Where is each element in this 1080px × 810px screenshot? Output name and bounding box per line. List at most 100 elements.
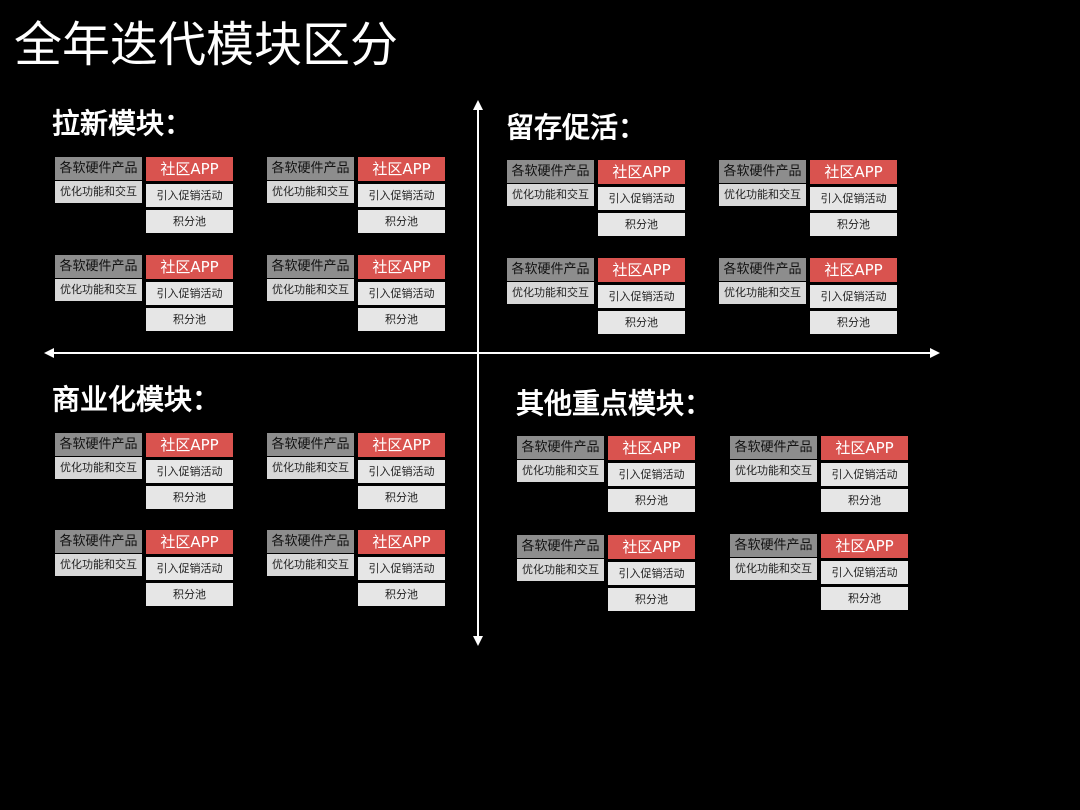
community-app-label: 社区APP <box>358 255 445 279</box>
quadrant-title-acquisition: 拉新模块： <box>52 107 193 140</box>
optimize-label: 优化功能和交互 <box>517 460 604 482</box>
community-app-label: 社区APP <box>146 530 233 554</box>
hardware-label: 各软硬件产品 <box>517 535 604 558</box>
points-pool-label: 积分池 <box>146 308 233 331</box>
points-pool-label: 积分池 <box>358 486 445 509</box>
promotion-label: 引入促销活动 <box>821 561 908 584</box>
optimize-label: 优化功能和交互 <box>55 554 142 576</box>
points-pool-label: 积分池 <box>146 486 233 509</box>
points-pool-label: 积分池 <box>358 308 445 331</box>
promotion-label: 引入促销活动 <box>358 460 445 483</box>
quadrant-title-monetization: 商业化模块： <box>52 383 221 416</box>
hardware-label: 各软硬件产品 <box>719 160 806 183</box>
community-app-label: 社区APP <box>810 258 897 282</box>
optimize-label: 优化功能和交互 <box>719 184 806 206</box>
hardware-label: 各软硬件产品 <box>517 436 604 459</box>
promotion-label: 引入促销活动 <box>358 184 445 207</box>
points-pool-label: 积分池 <box>358 210 445 233</box>
community-app-label: 社区APP <box>598 258 685 282</box>
community-app-label: 社区APP <box>358 157 445 181</box>
module-block: 各软硬件产品优化功能和交互社区APP 引入促销活动积分池 <box>267 433 447 513</box>
module-block: 各软硬件产品优化功能和交互社区APP 引入促销活动积分池 <box>507 160 687 240</box>
hardware-label: 各软硬件产品 <box>267 530 354 553</box>
community-app-label: 社区APP <box>146 157 233 181</box>
optimize-label: 优化功能和交互 <box>55 279 142 301</box>
hardware-label: 各软硬件产品 <box>55 530 142 553</box>
optimize-label: 优化功能和交互 <box>719 282 806 304</box>
promotion-label: 引入促销活动 <box>608 463 695 486</box>
community-app-label: 社区APP <box>358 530 445 554</box>
promotion-label: 引入促销活动 <box>146 184 233 207</box>
promotion-label: 引入促销活动 <box>598 187 685 210</box>
points-pool-label: 积分池 <box>608 588 695 611</box>
points-pool-label: 积分池 <box>598 311 685 334</box>
optimize-label: 优化功能和交互 <box>507 282 594 304</box>
hardware-label: 各软硬件产品 <box>267 433 354 456</box>
module-block: 各软硬件产品优化功能和交互社区APP 引入促销活动积分池 <box>267 530 447 610</box>
promotion-label: 引入促销活动 <box>821 463 908 486</box>
module-block: 各软硬件产品优化功能和交互社区APP 引入促销活动积分池 <box>730 534 910 614</box>
points-pool-label: 积分池 <box>358 583 445 606</box>
hardware-label: 各软硬件产品 <box>719 258 806 281</box>
promotion-label: 引入促销活动 <box>608 562 695 585</box>
hardware-label: 各软硬件产品 <box>730 534 817 557</box>
community-app-label: 社区APP <box>810 160 897 184</box>
optimize-label: 优化功能和交互 <box>730 460 817 482</box>
points-pool-label: 积分池 <box>821 489 908 512</box>
optimize-label: 优化功能和交互 <box>517 559 604 581</box>
promotion-label: 引入促销活动 <box>810 285 897 308</box>
hardware-label: 各软硬件产品 <box>55 255 142 278</box>
promotion-label: 引入促销活动 <box>146 282 233 305</box>
points-pool-label: 积分池 <box>810 213 897 236</box>
module-block: 各软硬件产品优化功能和交互社区APP 引入促销活动积分池 <box>55 157 235 237</box>
optimize-label: 优化功能和交互 <box>267 457 354 479</box>
promotion-label: 引入促销活动 <box>146 460 233 483</box>
community-app-label: 社区APP <box>608 436 695 460</box>
optimize-label: 优化功能和交互 <box>730 558 817 580</box>
module-block: 各软硬件产品优化功能和交互社区APP 引入促销活动积分池 <box>55 530 235 610</box>
optimize-label: 优化功能和交互 <box>55 181 142 203</box>
module-block: 各软硬件产品优化功能和交互社区APP 引入促销活动积分池 <box>517 436 697 516</box>
hardware-label: 各软硬件产品 <box>267 255 354 278</box>
community-app-label: 社区APP <box>821 534 908 558</box>
optimize-label: 优化功能和交互 <box>267 279 354 301</box>
module-block: 各软硬件产品优化功能和交互社区APP 引入促销活动积分池 <box>507 258 687 338</box>
page-title: 全年迭代模块区分 <box>14 17 399 73</box>
points-pool-label: 积分池 <box>821 587 908 610</box>
optimize-label: 优化功能和交互 <box>267 181 354 203</box>
right-arrow-icon <box>930 348 940 358</box>
promotion-label: 引入促销活动 <box>358 557 445 580</box>
points-pool-label: 积分池 <box>598 213 685 236</box>
hardware-label: 各软硬件产品 <box>730 436 817 459</box>
optimize-label: 优化功能和交互 <box>55 457 142 479</box>
community-app-label: 社区APP <box>146 433 233 457</box>
optimize-label: 优化功能和交互 <box>267 554 354 576</box>
quadrant-title-other: 其他重点模块： <box>516 387 713 420</box>
promotion-label: 引入促销活动 <box>598 285 685 308</box>
left-arrow-icon <box>44 348 54 358</box>
down-arrow-icon <box>473 636 483 646</box>
community-app-label: 社区APP <box>358 433 445 457</box>
promotion-label: 引入促销活动 <box>810 187 897 210</box>
optimize-label: 优化功能和交互 <box>507 184 594 206</box>
up-arrow-icon <box>473 100 483 110</box>
promotion-label: 引入促销活动 <box>146 557 233 580</box>
module-block: 各软硬件产品优化功能和交互社区APP 引入促销活动积分池 <box>719 160 899 240</box>
hardware-label: 各软硬件产品 <box>55 157 142 180</box>
points-pool-label: 积分池 <box>608 489 695 512</box>
hardware-label: 各软硬件产品 <box>55 433 142 456</box>
quadrant-title-retention: 留存促活： <box>506 111 647 144</box>
hardware-label: 各软硬件产品 <box>507 160 594 183</box>
module-block: 各软硬件产品优化功能和交互社区APP 引入促销活动积分池 <box>55 433 235 513</box>
points-pool-label: 积分池 <box>146 583 233 606</box>
community-app-label: 社区APP <box>146 255 233 279</box>
hardware-label: 各软硬件产品 <box>507 258 594 281</box>
community-app-label: 社区APP <box>598 160 685 184</box>
points-pool-label: 积分池 <box>146 210 233 233</box>
